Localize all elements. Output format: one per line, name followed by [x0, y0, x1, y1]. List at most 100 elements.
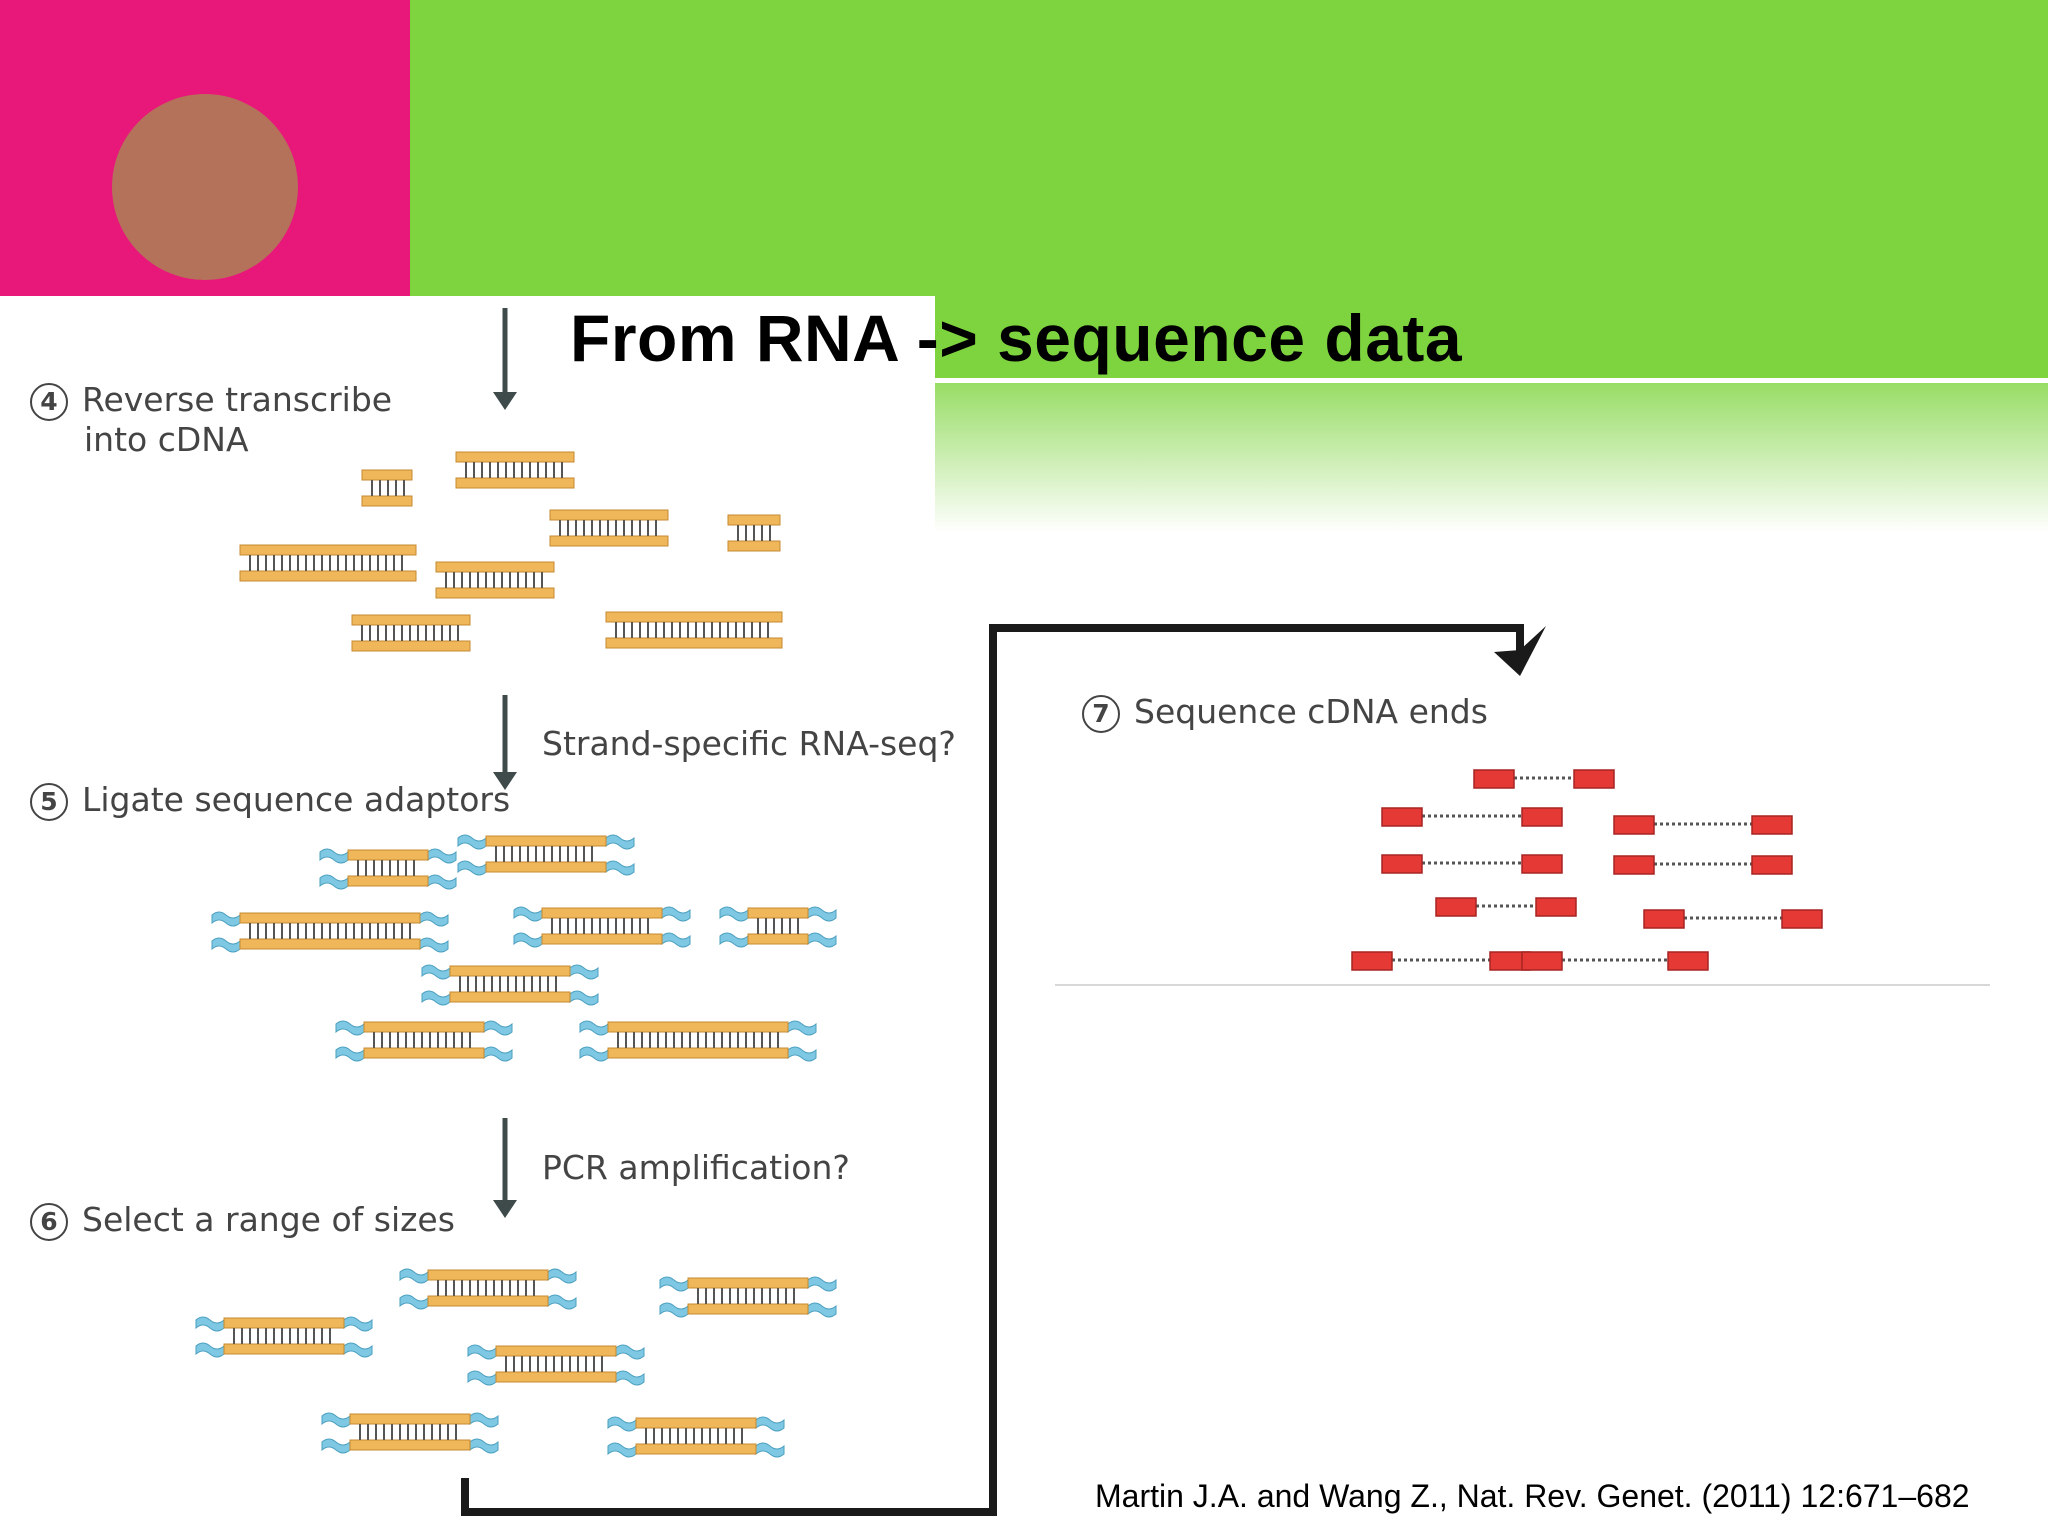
arrow-step6-head: [493, 1200, 517, 1218]
slide-title: From RNA -> sequence data: [570, 301, 1463, 375]
adaptor-fragment-7-adaptor-right-0: [787, 1020, 817, 1036]
figure-panel-right: [1055, 670, 1990, 990]
read-left-8: [1521, 951, 1563, 971]
adaptor-fragment-5-adaptor-right-0: [569, 964, 599, 980]
adaptor-fragment-6-adaptor-left-1: [335, 1046, 365, 1062]
adaptor-fragment-5: [449, 965, 571, 1003]
size-selected-fragment-5-adaptor-right-1: [755, 1442, 785, 1458]
adaptor-fragment-3-adaptor-left-1: [513, 932, 543, 948]
read-left-4: [1613, 855, 1655, 875]
size-selected-fragment-1-adaptor-right-1: [807, 1302, 837, 1318]
step4-label: 4 Reverse transcribe: [30, 380, 392, 421]
read-right-3: [1521, 854, 1563, 874]
adaptor-fragment-0-adaptor-right-1: [427, 874, 457, 890]
adaptor-fragment-7-adaptor-right-1: [787, 1046, 817, 1062]
adaptor-fragment-7: [607, 1021, 789, 1059]
step7-number: 7: [1082, 694, 1120, 733]
read-right-1: [1521, 807, 1563, 827]
size-selected-fragment-4: [349, 1413, 471, 1451]
size-selected-fragment-0-adaptor-right-0: [547, 1268, 577, 1284]
step4-label-line1: Reverse transcribe: [82, 380, 393, 419]
read-left-1: [1381, 807, 1423, 827]
adaptor-fragment-2: [239, 912, 421, 950]
adaptor-fragment-5-adaptor-left-1: [421, 990, 451, 1006]
step5-number: 5: [30, 782, 68, 821]
step7-label: 7 Sequence cDNA ends: [1082, 692, 1488, 733]
size-selected-fragment-0: [427, 1269, 549, 1307]
adaptor-fragment-5-adaptor-left-0: [421, 964, 451, 980]
arrow-step5-head: [493, 772, 517, 790]
step4-number: 4: [30, 382, 68, 421]
read-left-3: [1381, 854, 1423, 874]
read-right-8: [1667, 951, 1709, 971]
size-selected-fragment-1: [687, 1277, 809, 1315]
size-selected-fragment-2-adaptor-left-0: [195, 1316, 225, 1332]
connector-line: [461, 624, 1524, 1516]
read-right-6: [1781, 909, 1823, 929]
size-selected-fragment-0-adaptor-left-0: [399, 1268, 429, 1284]
step6-number: 6: [30, 1202, 68, 1241]
read-right-4: [1751, 855, 1793, 875]
adaptor-fragment-4-adaptor-left-0: [719, 906, 749, 922]
size-selected-fragment-1-adaptor-left-1: [659, 1302, 689, 1318]
read-right-0: [1573, 769, 1615, 789]
size-selected-fragment-0-adaptor-right-1: [547, 1294, 577, 1310]
adaptor-fragment-5-adaptor-right-1: [569, 990, 599, 1006]
cdna-fragment-7: [605, 611, 783, 649]
adaptor-fragment-7-adaptor-left-0: [579, 1020, 609, 1036]
adaptor-fragment-1-adaptor-left-0: [457, 834, 487, 850]
arrow-step4-head: [493, 392, 517, 410]
adaptor-fragment-1: [485, 835, 607, 873]
size-selected-fragment-4-adaptor-right-1: [469, 1438, 499, 1454]
adaptor-fragment-0-adaptor-left-1: [319, 874, 349, 890]
adaptor-fragment-3-adaptor-right-0: [661, 906, 691, 922]
adaptor-fragment-1-adaptor-right-1: [605, 860, 635, 876]
size-selected-fragment-4-adaptor-right-0: [469, 1412, 499, 1428]
read-left-5: [1435, 897, 1477, 917]
size-selected-fragment-0-adaptor-left-1: [399, 1294, 429, 1310]
adaptor-fragment-4-adaptor-right-0: [807, 906, 837, 922]
read-left-2: [1613, 815, 1655, 835]
size-selected-fragment-3: [495, 1345, 617, 1383]
size-selected-fragment-5: [635, 1417, 757, 1455]
adaptor-fragment-4-adaptor-left-1: [719, 932, 749, 948]
size-selected-fragment-5-adaptor-left-0: [607, 1416, 637, 1432]
step6-side-note: PCR amplification?: [542, 1148, 850, 1187]
size-selected-fragment-2: [223, 1317, 345, 1355]
size-selected-fragment-5-adaptor-left-1: [607, 1442, 637, 1458]
cdna-fragment-4: [239, 544, 417, 582]
adaptor-fragment-6-adaptor-right-0: [483, 1020, 513, 1036]
read-left-7: [1351, 951, 1393, 971]
cdna-fragment-0: [361, 469, 413, 507]
size-selected-fragment-2-adaptor-left-1: [195, 1342, 225, 1358]
adaptor-fragment-6-adaptor-left-0: [335, 1020, 365, 1036]
step5-side-note: Strand-specific RNA-seq?: [542, 724, 956, 763]
citation: Martin J.A. and Wang Z., Nat. Rev. Genet…: [1095, 1478, 1970, 1514]
size-selected-fragment-3-adaptor-right-1: [615, 1370, 645, 1386]
size-selected-fragment-4-adaptor-left-0: [321, 1412, 351, 1428]
adaptor-fragment-4-adaptor-right-1: [807, 932, 837, 948]
size-selected-fragment-4-adaptor-left-1: [321, 1438, 351, 1454]
size-selected-fragment-2-adaptor-right-0: [343, 1316, 373, 1332]
cdna-fragment-1: [455, 451, 575, 489]
size-selected-fragment-5-adaptor-right-0: [755, 1416, 785, 1432]
size-selected-fragment-2-adaptor-right-1: [343, 1342, 373, 1358]
step7-label-text: Sequence cDNA ends: [1134, 692, 1488, 731]
decorative-circle: [112, 94, 298, 280]
cdna-fragment-3: [727, 514, 781, 552]
cdna-fragment-2: [549, 509, 669, 547]
read-left-6: [1643, 909, 1685, 929]
adaptor-fragment-1-adaptor-right-0: [605, 834, 635, 850]
size-selected-fragment-1-adaptor-left-0: [659, 1276, 689, 1292]
step4-label-line2: into cDNA: [84, 420, 249, 459]
size-selected-fragment-3-adaptor-right-0: [615, 1344, 645, 1360]
adaptor-fragment-2-adaptor-left-1: [211, 937, 241, 953]
adaptor-fragment-3: [541, 907, 663, 945]
adaptor-fragment-4: [747, 907, 809, 945]
adaptor-fragment-6: [363, 1021, 485, 1059]
size-selected-fragment-1-adaptor-right-0: [807, 1276, 837, 1292]
read-left-0: [1473, 769, 1515, 789]
adaptor-fragment-6-adaptor-right-1: [483, 1046, 513, 1062]
